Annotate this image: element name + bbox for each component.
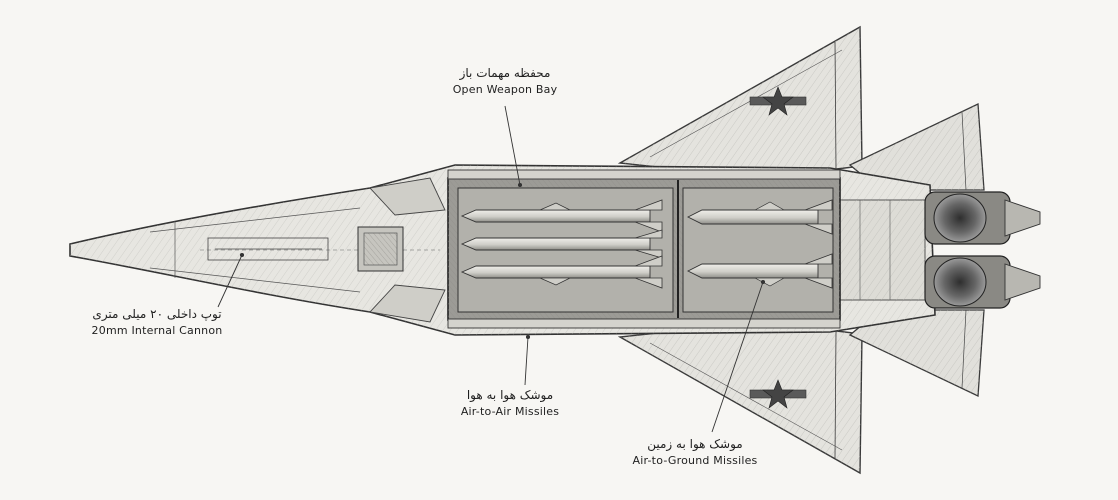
star-insignia-upper: [749, 86, 807, 116]
aam-missile: [460, 199, 663, 233]
callout-cannon-en: 20mm Internal Cannon: [91, 324, 223, 337]
callout-air-to-ground-en: Air-to-Ground Missiles: [632, 454, 758, 467]
agm-missile: [686, 253, 833, 289]
leader-lines: [217, 105, 766, 433]
leader-cannon: [217, 254, 243, 308]
leader-air-to-ground: [711, 281, 764, 433]
aam-missile: [460, 229, 663, 259]
leader-weapon-bay: [504, 105, 521, 186]
callout-cannon-fa: توپ داخلی ۲۰ میلی متری: [92, 307, 222, 321]
callout-weapon-bay: محفظه مهمات باز Open Weapon Bay: [420, 66, 590, 96]
callout-air-to-ground: موشک هوا به زمین Air-to-Ground Missiles: [610, 437, 780, 467]
callout-weapon-bay-en: Open Weapon Bay: [452, 83, 558, 96]
callout-weapon-bay-fa: محفظه مهمات باز: [459, 66, 551, 80]
callout-air-to-ground-fa: موشک هوا به زمین: [647, 437, 743, 451]
air-to-air-missiles: [460, 199, 663, 289]
aam-missile: [460, 255, 663, 289]
leader-air-to-air: [524, 336, 529, 386]
lower-tailplane: [848, 309, 985, 397]
callout-air-to-air-fa: موشک هوا به هوا: [466, 388, 554, 402]
upper-tailplane: [848, 103, 985, 191]
engine-nozzles: [924, 191, 1041, 309]
callout-cannon: توپ داخلی ۲۰ میلی متری 20mm Internal Can…: [62, 307, 252, 337]
air-to-ground-missiles: [686, 199, 833, 289]
upper-wing: [617, 25, 863, 179]
callout-air-to-air-en: Air-to-Air Missiles: [460, 405, 560, 418]
callout-air-to-air: موشک هوا به هوا Air-to-Air Missiles: [440, 388, 580, 418]
agm-missile: [686, 199, 833, 235]
star-insignia-lower: [749, 379, 807, 409]
